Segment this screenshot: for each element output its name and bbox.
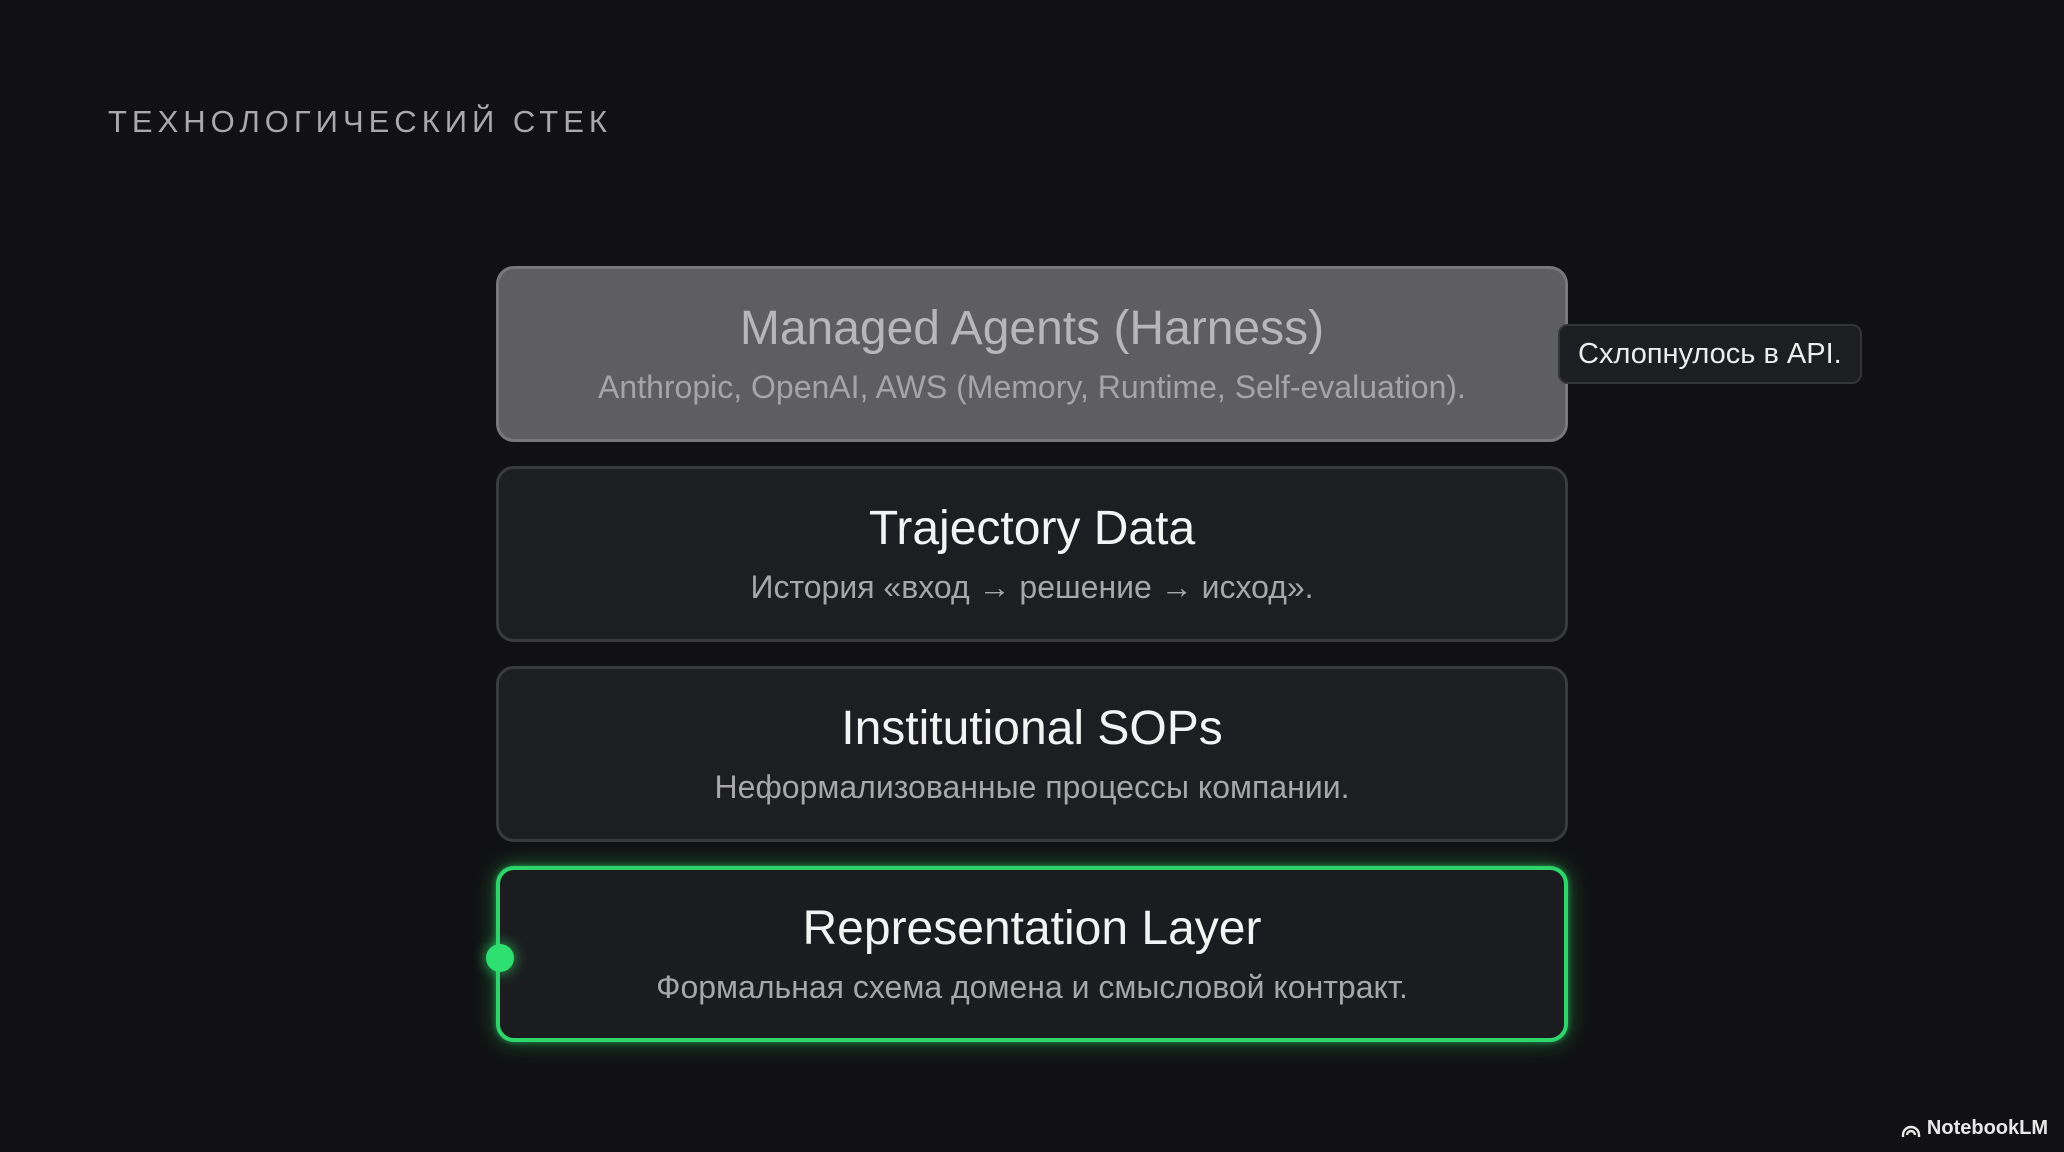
watermark-label: NotebookLM: [1926, 1117, 2048, 1139]
notebooklm-watermark: NotebookLM: [1901, 1117, 2048, 1140]
notebooklm-logo-icon: [1901, 1121, 1921, 1137]
collapsed-callout: Схлопнулось в API.: [1558, 324, 1862, 384]
layer-description: Anthropic, OpenAI, AWS (Memory, Runtime,…: [598, 368, 1466, 405]
layer-title: Institutional SOPs: [841, 702, 1223, 755]
layer-title: Trajectory Data: [868, 502, 1196, 555]
layer-managed-agents: Managed Agents (Harness) Anthropic, Open…: [496, 266, 1568, 442]
layer-title: Managed Agents (Harness): [739, 302, 1325, 355]
layer-representation: Representation Layer Формальная схема до…: [486, 866, 1568, 1042]
layer-description: Формальная схема домена и смысловой конт…: [656, 968, 1408, 1005]
layer-description: История «вход → решение → исход».: [750, 568, 1314, 605]
layer-description: Неформализованные процессы компании.: [714, 768, 1350, 805]
layer-title: Representation Layer: [802, 902, 1262, 955]
slide-title: ТЕХНОЛОГИЧЕСКИЙ СТЕК: [108, 104, 612, 139]
layer-institutional-sops: Institutional SOPs Неформализованные про…: [496, 666, 1568, 842]
active-indicator-dot-icon: [486, 944, 514, 972]
layer-trajectory-data: Trajectory Data История «вход → решение …: [496, 466, 1568, 642]
